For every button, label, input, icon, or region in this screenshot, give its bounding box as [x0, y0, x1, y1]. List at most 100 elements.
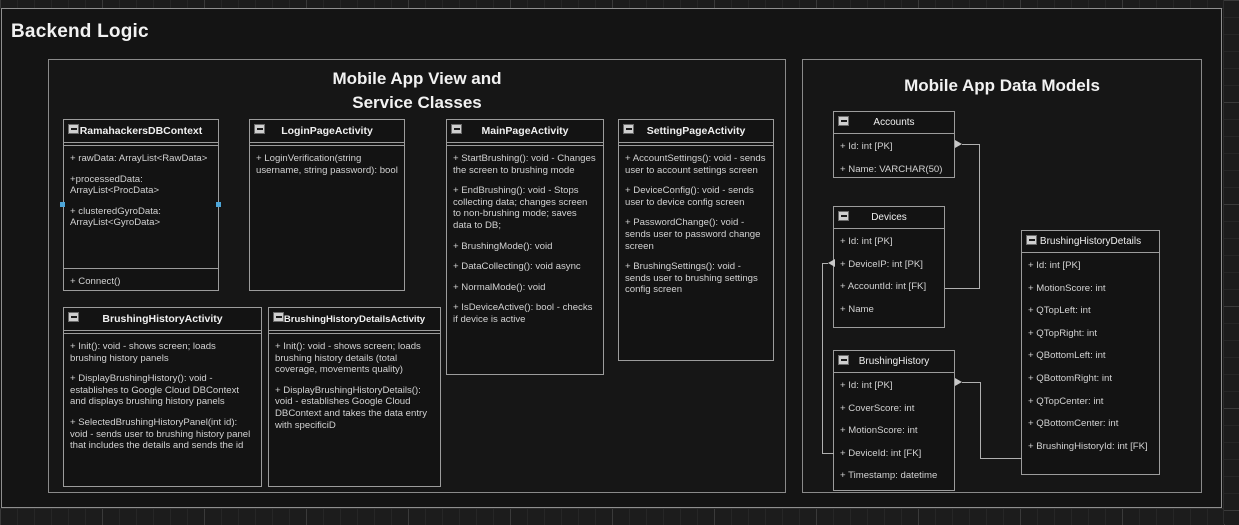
class-box-ramahackers-dbcontext[interactable]: RamahackersDBContext + rawData: ArrayLis…: [63, 119, 219, 291]
model-field: + DeviceIP: int [PK]: [840, 258, 923, 270]
ruler-tick: [561, 509, 562, 525]
ruler-tick: [1190, 0, 1191, 8]
ruler-tick: [408, 509, 409, 525]
ruler-tick: [340, 0, 341, 8]
ruler-tick: [714, 509, 715, 525]
ruler-tick: [323, 0, 324, 8]
ruler-tick: [527, 0, 528, 8]
ruler-tick: [612, 0, 613, 8]
methods-compartment: + Init(): void - shows screen; loads bru…: [64, 334, 261, 458]
ruler-tick: [1105, 0, 1106, 8]
methods-compartment: + AccountSettings(): void - sends user t…: [619, 146, 773, 302]
ruler-tick: [1224, 153, 1239, 154]
model-box-accounts[interactable]: Accounts + Id: int [PK] + Name: VARCHAR(…: [833, 111, 955, 178]
collapse-minus-icon[interactable]: [273, 312, 284, 322]
ruler-tick: [221, 0, 222, 8]
ruler-tick: [884, 509, 885, 525]
ruler-tick: [323, 509, 324, 525]
ruler-tick: [1224, 17, 1239, 18]
ruler-tick: [1224, 0, 1239, 1]
ruler-tick: [153, 509, 154, 525]
model-field: + DeviceId: int [FK]: [840, 447, 922, 459]
ruler-tick: [697, 509, 698, 525]
ruler-tick: [1224, 68, 1239, 69]
class-name: LoginPageActivity: [281, 125, 373, 137]
ruler-tick: [1224, 476, 1239, 477]
page-title: Backend Logic: [11, 21, 149, 42]
class-method: + SelectedBrushingHistoryPanel(int id): …: [70, 416, 251, 452]
ruler-tick: [1122, 0, 1123, 8]
ruler-tick: [425, 509, 426, 525]
ruler-tick: [850, 0, 851, 8]
header-separator: [64, 331, 261, 334]
class-header: MainPageActivity: [447, 120, 603, 143]
class-header: BrushingHistoryActivity: [64, 308, 261, 331]
collapse-minus-icon[interactable]: [838, 116, 849, 126]
horizontal-ruler-bottom[interactable]: [0, 508, 1239, 525]
header-separator: [619, 143, 773, 146]
selection-handle-left[interactable]: [60, 202, 65, 207]
ruler-tick: [51, 509, 52, 525]
model-box-brushing-history[interactable]: BrushingHistory + Id: int [PK] + CoverSc…: [833, 350, 955, 491]
model-name: BrushingHistoryDetails: [1039, 236, 1142, 247]
model-field: + BrushingHistoryId: int [FK]: [1028, 440, 1148, 452]
fields-compartment: + Id: int [PK] + MotionScore: int + QTop…: [1022, 253, 1159, 469]
ruler-tick: [1224, 136, 1239, 137]
ruler-tick: [170, 0, 171, 8]
class-box-setting-page-activity[interactable]: SettingPageActivity + AccountSettings():…: [618, 119, 774, 361]
collapse-minus-icon[interactable]: [68, 312, 79, 322]
collapse-minus-icon[interactable]: [838, 211, 849, 221]
ruler-tick: [493, 0, 494, 8]
collapse-minus-icon[interactable]: [1026, 235, 1037, 245]
ruler-tick: [510, 509, 511, 525]
class-box-brushing-history-activity[interactable]: BrushingHistoryActivity + Init(): void -…: [63, 307, 262, 487]
ruler-tick: [1224, 221, 1239, 222]
ruler-tick: [85, 509, 86, 525]
model-field: + QBottomCenter: int: [1028, 418, 1119, 430]
collapse-minus-icon[interactable]: [623, 124, 634, 134]
ruler-tick: [578, 509, 579, 525]
class-header: RamahackersDBContext: [64, 120, 218, 143]
ruler-tick: [629, 509, 630, 525]
model-box-brushing-history-details[interactable]: BrushingHistoryDetails + Id: int [PK] + …: [1021, 230, 1160, 475]
ruler-tick: [527, 509, 528, 525]
class-method: + DataCollecting(): void async: [453, 261, 581, 273]
ruler-tick: [646, 0, 647, 8]
ruler-tick: [1054, 509, 1055, 525]
methods-compartment: + Connect(): [64, 268, 218, 294]
selection-handle-right[interactable]: [216, 202, 221, 207]
ruler-tick: [391, 0, 392, 8]
ruler-tick: [1139, 509, 1140, 525]
class-attribute: + rawData: ArrayList<RawData>: [70, 153, 208, 164]
connector-brushinghistory-to-devices-segment: [822, 263, 828, 264]
ruler-tick: [952, 509, 953, 525]
ruler-tick: [1224, 34, 1239, 35]
class-box-main-page-activity[interactable]: MainPageActivity + StartBrushing(): void…: [446, 119, 604, 375]
collapse-minus-icon[interactable]: [838, 355, 849, 365]
ruler-tick: [102, 509, 103, 525]
ruler-tick: [136, 0, 137, 8]
class-method: + NormalMode(): void: [453, 281, 546, 293]
ruler-tick: [765, 509, 766, 525]
collapse-minus-icon[interactable]: [451, 124, 462, 134]
ruler-tick: [918, 0, 919, 8]
fields-compartment: + Id: int [PK] + CoverScore: int + Motio…: [834, 373, 954, 499]
ruler-tick: [952, 0, 953, 8]
ruler-tick: [476, 0, 477, 8]
class-box-brushing-history-details-activity[interactable]: BrushingHistoryDetailsActivity + Init():…: [268, 307, 441, 487]
ruler-tick: [833, 0, 834, 8]
class-box-login-page-activity[interactable]: LoginPageActivity + LoginVerification(st…: [249, 119, 405, 291]
ruler-tick: [391, 509, 392, 525]
collapse-minus-icon[interactable]: [254, 124, 265, 134]
ruler-tick: [867, 0, 868, 8]
vertical-ruler-right[interactable]: [1223, 0, 1239, 524]
ruler-tick: [935, 509, 936, 525]
ruler-tick: [51, 0, 52, 8]
ruler-tick: [272, 0, 273, 8]
model-box-devices[interactable]: Devices + Id: int [PK] + DeviceIP: int […: [833, 206, 945, 328]
group-title-2: Mobile App Data Models: [904, 76, 1100, 95]
model-name: Accounts: [873, 117, 915, 128]
ruler-tick: [187, 509, 188, 525]
collapse-minus-icon[interactable]: [68, 124, 79, 134]
header-separator: [250, 143, 404, 146]
